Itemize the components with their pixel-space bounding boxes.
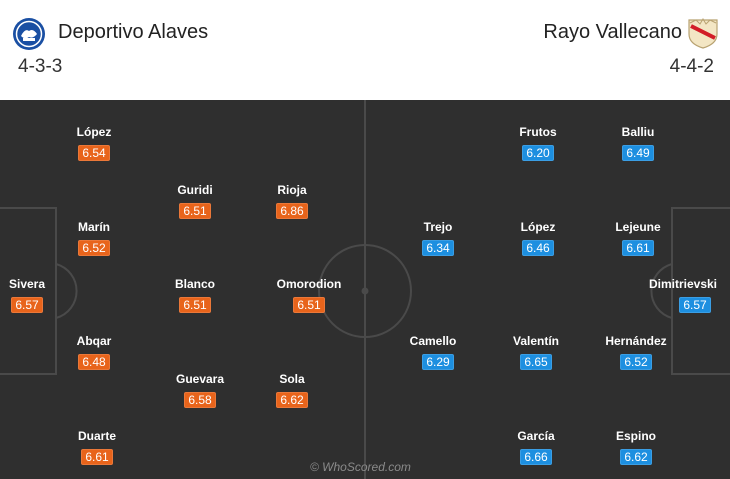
away-player-frutos[interactable]: Frutos 6.20 [478, 125, 598, 162]
away-player-hernandez[interactable]: Hernández 6.52 [576, 334, 696, 371]
player-name: Abqar [76, 334, 112, 348]
player-rating: 6.62 [620, 449, 652, 465]
match-header: Deportivo Alaves 4-3-3 Rayo Vallecano 4-… [0, 0, 730, 100]
home-player-marin[interactable]: Marín 6.52 [34, 220, 154, 257]
player-name: López [76, 125, 112, 139]
player-name: Espino [615, 429, 656, 443]
player-name: Camello [409, 334, 457, 348]
player-rating: 6.51 [179, 297, 211, 313]
home-player-guridi[interactable]: Guridi 6.51 [135, 183, 255, 220]
rayo-crest-icon [686, 16, 720, 55]
home-player-duarte[interactable]: Duarte 6.61 [37, 429, 157, 466]
player-name: Hernández [605, 334, 667, 348]
player-name: Duarte [77, 429, 116, 443]
player-name: Frutos [519, 125, 557, 139]
player-rating: 6.61 [622, 240, 654, 256]
player-name: Trejo [423, 220, 453, 234]
away-player-trejo[interactable]: Trejo 6.34 [378, 220, 498, 257]
whoscored-watermark: © WhoScored.com [310, 460, 411, 474]
player-name: Marín [77, 220, 110, 234]
home-player-blanco[interactable]: Blanco 6.51 [135, 277, 255, 314]
player-name: Sola [279, 372, 305, 386]
player-rating: 6.66 [520, 449, 552, 465]
away-player-lopez[interactable]: López 6.46 [478, 220, 598, 257]
player-rating: 6.34 [422, 240, 454, 256]
away-player-lejeune[interactable]: Lejeune 6.61 [578, 220, 698, 257]
home-player-guevara[interactable]: Guevara 6.58 [140, 372, 260, 409]
player-rating: 6.48 [78, 354, 110, 370]
player-name: Valentín [512, 334, 559, 348]
player-name: López [520, 220, 556, 234]
player-rating: 6.29 [422, 354, 454, 370]
home-player-lopez[interactable]: López 6.54 [34, 125, 154, 162]
player-rating: 6.62 [276, 392, 308, 408]
player-rating: 6.57 [11, 297, 43, 313]
pitch: López 6.54 Guridi 6.51 Rioja 6.86 Marín … [0, 100, 730, 479]
player-rating: 6.58 [184, 392, 216, 408]
home-player-sivera[interactable]: Sivera 6.57 [0, 277, 87, 314]
player-rating: 6.52 [78, 240, 110, 256]
player-name: García [517, 429, 555, 443]
away-formation: 4-4-2 [669, 56, 714, 77]
home-player-omorodion[interactable]: Omorodion 6.51 [249, 277, 369, 314]
player-rating: 6.46 [522, 240, 554, 256]
player-name: Sivera [8, 277, 46, 291]
home-formation: 4-3-3 [18, 56, 63, 77]
player-name: Lejeune [615, 220, 661, 234]
alaves-crest-icon [12, 17, 46, 56]
player-rating: 6.52 [620, 354, 652, 370]
player-name: Dimitrievski [648, 277, 718, 291]
player-name: Rioja [277, 183, 307, 197]
player-name: Blanco [174, 277, 215, 291]
away-player-balliu[interactable]: Balliu 6.49 [578, 125, 698, 162]
away-player-dimitrievski[interactable]: Dimitrievski 6.57 [623, 277, 730, 314]
pitch-markings [0, 100, 730, 479]
away-player-espino[interactable]: Espino 6.62 [576, 429, 696, 466]
player-rating: 6.86 [276, 203, 308, 219]
player-name: Guridi [177, 183, 213, 197]
home-team-name[interactable]: Deportivo Alaves [58, 21, 209, 43]
home-player-sola[interactable]: Sola 6.62 [232, 372, 352, 409]
home-player-abqar[interactable]: Abqar 6.48 [34, 334, 154, 371]
player-name: Balliu [621, 125, 655, 139]
away-player-garcia[interactable]: García 6.66 [476, 429, 596, 466]
player-name: Omorodion [276, 277, 342, 291]
player-rating: 6.54 [78, 145, 110, 161]
player-rating: 6.65 [520, 354, 552, 370]
home-player-rioja[interactable]: Rioja 6.86 [232, 183, 352, 220]
player-name: Guevara [175, 372, 225, 386]
player-rating: 6.57 [679, 297, 711, 313]
away-player-camello[interactable]: Camello 6.29 [373, 334, 493, 371]
player-rating: 6.20 [522, 145, 554, 161]
player-rating: 6.51 [293, 297, 325, 313]
away-team-name[interactable]: Rayo Vallecano [543, 21, 682, 43]
away-player-valentin[interactable]: Valentín 6.65 [476, 334, 596, 371]
player-rating: 6.61 [81, 449, 113, 465]
player-rating: 6.51 [179, 203, 211, 219]
player-rating: 6.49 [622, 145, 654, 161]
